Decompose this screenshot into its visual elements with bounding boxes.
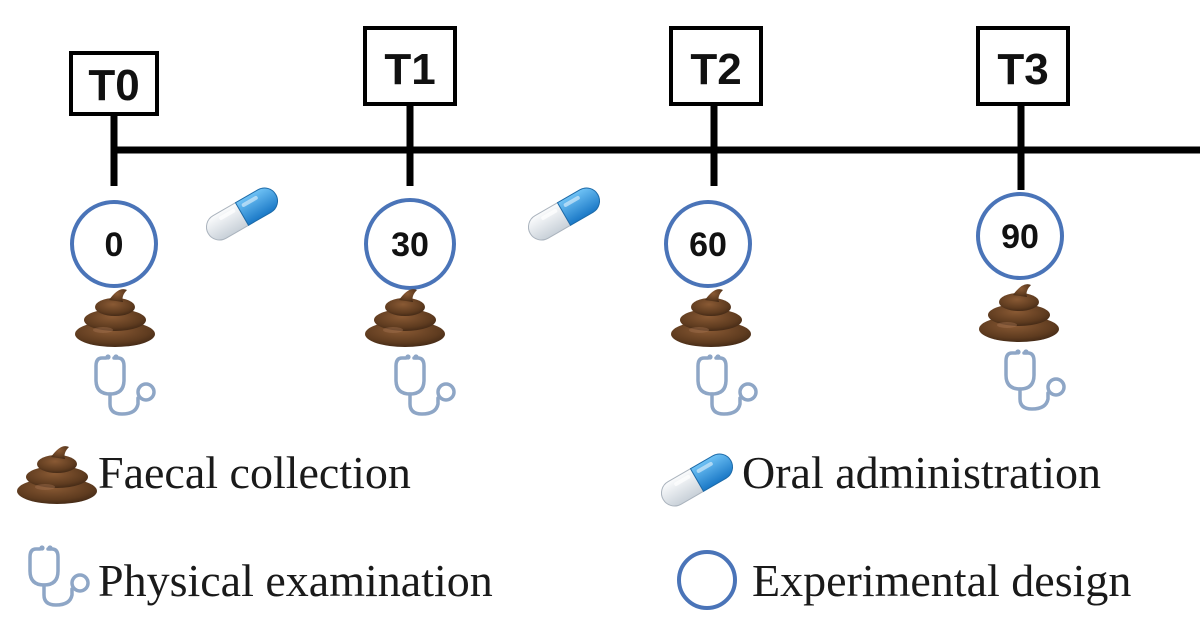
pill-icon <box>201 182 283 246</box>
pill-icon <box>523 182 605 246</box>
timepoint-label: T3 <box>997 45 1048 94</box>
faecal-collection-icon <box>671 289 751 347</box>
timepoint-label: T1 <box>384 45 435 94</box>
legend-label: Experimental design <box>752 555 1131 606</box>
stethoscope-icon <box>94 352 156 416</box>
day-label: 0 <box>105 226 124 264</box>
legend-item-experimental: Experimental design <box>677 550 1131 610</box>
stethoscope-icon <box>1004 347 1066 411</box>
experimental-design-circle-icon <box>664 200 752 288</box>
legend-item-oral: Oral administration <box>656 447 1101 512</box>
faecal-collection-icon <box>75 289 155 347</box>
timepoint-t0: T0 0 <box>69 51 159 416</box>
faecal-collection-icon <box>979 284 1059 342</box>
timepoint-label-box <box>363 26 457 106</box>
timepoint-label: T2 <box>690 45 741 94</box>
faecal-collection-icon <box>17 446 97 504</box>
legend-label: Faecal collection <box>98 447 411 498</box>
timepoint-label-box <box>69 51 159 116</box>
legend-item-faecal: Faecal collection <box>17 446 411 504</box>
timepoint-t3: T3 90 <box>976 26 1070 411</box>
experimental-design-circle-icon <box>364 198 456 290</box>
stethoscope-icon <box>394 352 456 416</box>
timepoint-t1: T1 30 <box>363 26 457 416</box>
day-label: 90 <box>1001 218 1039 256</box>
day-label: 30 <box>391 226 429 264</box>
timepoint-t2: T2 60 <box>664 26 763 416</box>
timepoint-label-box <box>669 26 763 106</box>
experimental-design-circle-icon <box>677 550 737 610</box>
faecal-collection-icon <box>365 289 445 347</box>
experimental-design-circle-icon <box>70 200 158 288</box>
legend-item-physical: Physical examination <box>28 543 493 607</box>
experimental-design-circle-icon <box>976 192 1064 280</box>
timepoint-label-box <box>976 26 1070 106</box>
legend-label: Physical examination <box>98 555 493 606</box>
stethoscope-icon <box>28 543 90 607</box>
day-label: 60 <box>689 226 727 264</box>
stethoscope-icon <box>696 352 758 416</box>
pill-icon <box>656 448 738 512</box>
legend-label: Oral administration <box>742 447 1101 498</box>
legend: Faecal collection Oral administration Ph… <box>17 446 1131 610</box>
timepoint-label: T0 <box>88 61 139 110</box>
